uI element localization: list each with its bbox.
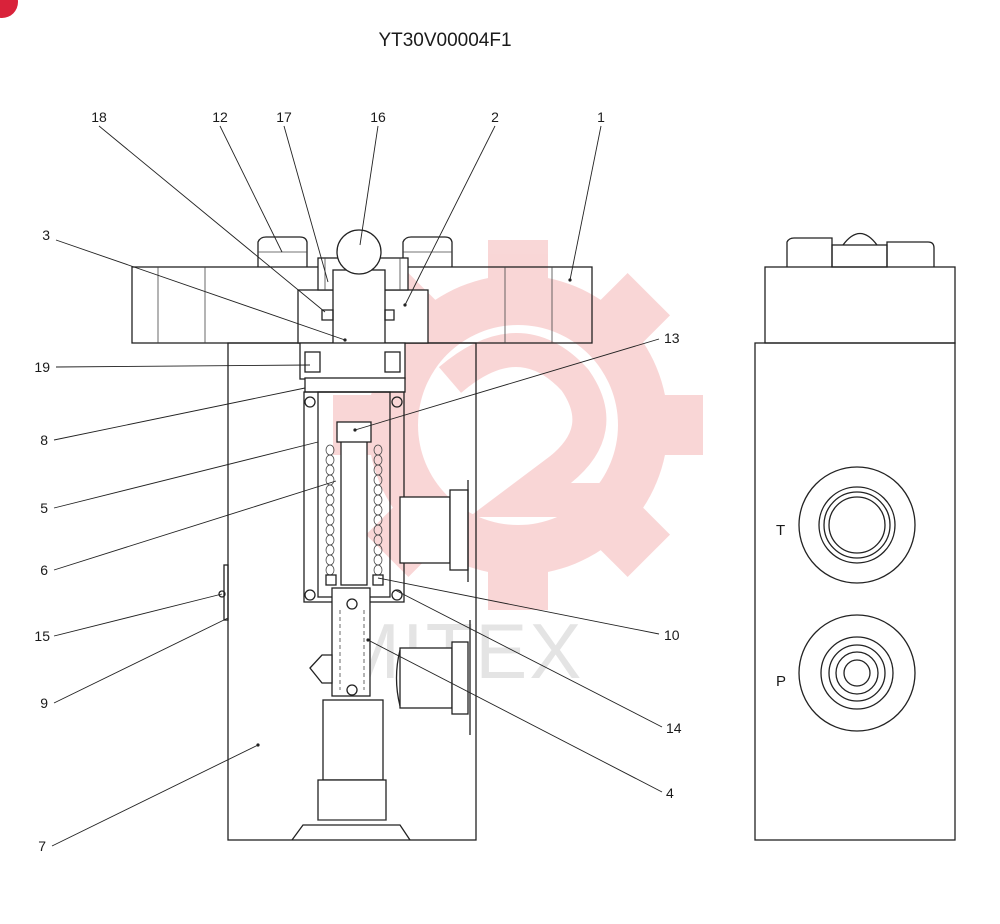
callout-17: 17 [276, 109, 292, 125]
callout-8: 8 [40, 432, 48, 448]
callout-12: 12 [212, 109, 228, 125]
callout-16: 16 [370, 109, 386, 125]
callout-10: 10 [664, 627, 680, 643]
section-view [131, 229, 593, 841]
callout-9: 9 [40, 695, 48, 711]
drawing-title: YT30V00004F1 [378, 30, 511, 51]
corner-badge [0, 0, 18, 18]
callout-13: 13 [664, 330, 680, 346]
callout-3: 3 [42, 227, 50, 243]
callout-7: 7 [38, 838, 46, 854]
side-view: T P [754, 232, 956, 841]
callout-14: 14 [666, 720, 682, 736]
leader-lines [51, 125, 663, 847]
callout-labels: 1 2 3 4 5 6 7 8 9 10 12 13 14 15 16 17 1… [34, 109, 681, 854]
callout-4: 4 [666, 785, 674, 801]
callout-5: 5 [40, 500, 48, 516]
callout-1: 1 [597, 109, 605, 125]
callout-2: 2 [491, 109, 499, 125]
callout-15: 15 [34, 628, 50, 644]
callout-6: 6 [40, 562, 48, 578]
callout-18: 18 [91, 109, 107, 125]
callout-19: 19 [34, 359, 50, 375]
port-label-t: T [776, 522, 785, 539]
port-label-p: P [776, 673, 786, 690]
